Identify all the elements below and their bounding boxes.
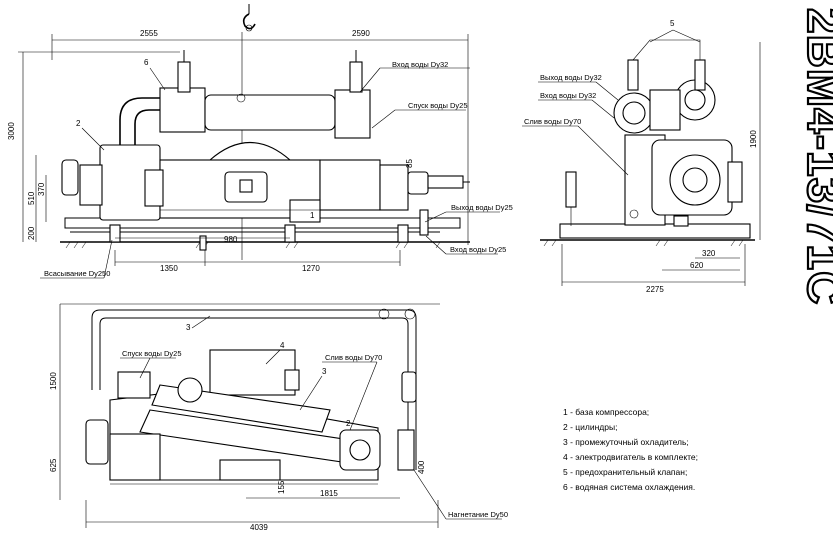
ground-hatch-side	[543, 239, 744, 247]
callout-2-plan: 2	[346, 419, 351, 428]
dim-510: 510	[27, 191, 36, 205]
side-view: 5 Выход воды Dy32 Вход воды Dy32 Слив во…	[522, 19, 761, 294]
dim-2590: 2590	[352, 29, 370, 38]
dim-620: 620	[690, 261, 704, 270]
label-plan-water-outlet: Слив воды Dy70	[325, 353, 382, 362]
dim-4039: 4039	[250, 523, 268, 532]
legend-item-3: 3 - промежуточный охладитель;	[563, 437, 689, 447]
label-water-in-top: Вход воды Dy32	[392, 60, 448, 69]
dim-400: 400	[417, 460, 426, 474]
label-plan-water-drain: Спуск воды Dy25	[122, 349, 182, 358]
dim-1900: 1900	[749, 130, 758, 148]
label-side-water-in: Вход воды Dy32	[540, 91, 596, 100]
plan-view: 3 4 3 2 Спуск воды Dy25 Слив воды Dy70 Н…	[49, 303, 508, 532]
legend-item-6: 6 - водяная система охлаждения.	[563, 482, 695, 492]
drawing-title: 2ВМ4-13/71С	[798, 8, 833, 305]
dim-3000: 3000	[7, 122, 16, 140]
dim-2555: 2555	[140, 29, 158, 38]
callout-6: 6	[144, 58, 149, 67]
legend-item-5: 5 - предохранительный клапан;	[563, 467, 687, 477]
dim-2275: 2275	[646, 285, 664, 294]
callout-4: 4	[280, 341, 285, 350]
dim-1500: 1500	[49, 372, 58, 390]
dim-980: 980	[224, 235, 238, 244]
dim-85: 85	[405, 159, 414, 168]
legend: 1 - база компрессора; 2 - цилиндры; 3 - …	[563, 407, 698, 492]
callout-3a: 3	[186, 323, 191, 332]
label-water-in-right: Вход воды Dy25	[450, 245, 506, 254]
callout-3b: 3	[322, 367, 327, 376]
callout-1: 1	[310, 211, 315, 220]
callout-2: 2	[76, 119, 81, 128]
dim-200: 200	[27, 226, 36, 240]
dim-1815: 1815	[320, 489, 338, 498]
dim-1270: 1270	[302, 264, 320, 273]
callout-5: 5	[670, 19, 675, 28]
label-water-out-right: Выход воды Dy25	[451, 203, 513, 212]
legend-item-2: 2 - цилиндры;	[563, 422, 617, 432]
label-side-water-out: Выход воды Dy32	[540, 73, 602, 82]
label-plan-discharge: Нагнетание Dy50	[448, 510, 508, 519]
ground-hatch	[65, 241, 441, 249]
label-side-water-drain: Слив воды Dy70	[524, 117, 581, 126]
title-block: 2ВМ4-13/71С	[797, 7, 833, 307]
lifting-hook-icon	[241, 4, 256, 260]
label-water-drain-top: Спуск воды Dy25	[408, 101, 468, 110]
dim-1350: 1350	[160, 264, 178, 273]
dim-625: 625	[49, 458, 58, 472]
dim-320: 320	[702, 249, 716, 258]
front-view: 6 2 1 2555 2590 3000 510 370 200 980 135…	[7, 4, 513, 279]
legend-item-1: 1 - база компрессора;	[563, 407, 649, 417]
dim-370: 370	[37, 182, 46, 196]
dim-155: 155	[277, 480, 286, 494]
label-suction: Всасывание Dy250	[44, 269, 110, 278]
legend-item-4: 4 - электродвигатель в комплекте;	[563, 452, 698, 462]
